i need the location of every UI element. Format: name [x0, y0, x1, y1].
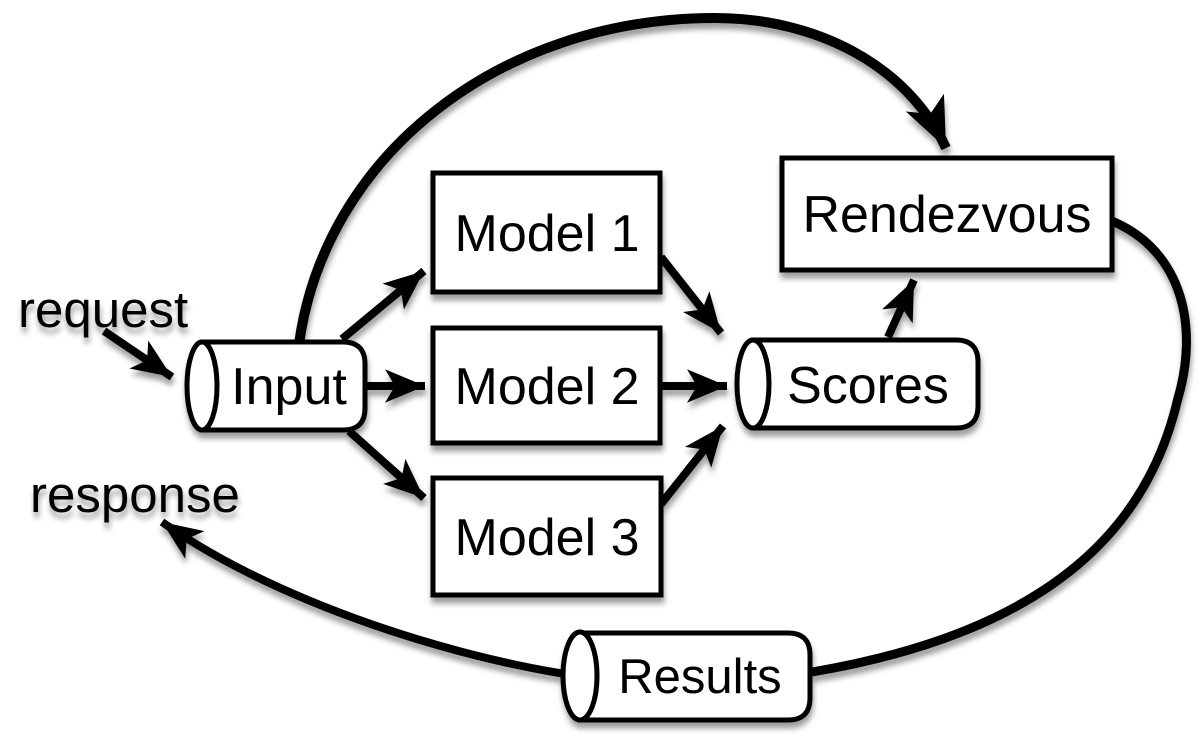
node-model1: Model 1 — [430, 170, 663, 295]
node-rendezvous: Rendezvous — [779, 155, 1115, 273]
node-input: Input — [184, 339, 368, 433]
model1-box — [430, 170, 663, 295]
edge-model1-to-scores — [657, 254, 725, 336]
scores-label: Scores — [787, 357, 949, 415]
scores-cylinder-body — [750, 337, 981, 431]
edge-input-to-model3 — [346, 428, 427, 501]
edge-rendezvous-to-results-curve — [811, 216, 1191, 677]
nodes: Input Model 1 Model 2 Model 3 — [184, 155, 1115, 723]
results-cylinder-end — [560, 629, 600, 723]
model3-label: Model 3 — [455, 509, 640, 567]
edge-scores-to-rendezvous — [882, 278, 918, 339]
rendezvous-label: Rendezvous — [802, 186, 1091, 244]
edge-results-to-response — [159, 518, 566, 678]
edge-input-to-model1 — [339, 267, 427, 343]
node-model2: Model 2 — [430, 325, 663, 446]
model2-box — [430, 325, 663, 446]
edge-request-to-input — [101, 327, 175, 381]
edges — [101, 12, 1191, 678]
model3-box — [430, 475, 664, 598]
edge-model3-to-scores — [657, 423, 727, 507]
request-label: request — [18, 281, 188, 338]
edge-input-to-rendezvous-arc — [294, 12, 951, 345]
rendezvous-box — [779, 155, 1115, 273]
annotations: request response — [18, 281, 240, 523]
model2-label: Model 2 — [455, 358, 640, 416]
scores-cylinder-end — [734, 337, 772, 431]
input-label: Input — [231, 358, 347, 416]
input-cylinder-body — [199, 339, 368, 433]
node-model3: Model 3 — [430, 475, 664, 598]
node-scores: Scores — [734, 337, 981, 431]
diagram-content: Input Model 1 Model 2 Model 3 — [18, 12, 1191, 723]
response-label: response — [30, 466, 240, 523]
results-cylinder-body — [577, 630, 813, 723]
model1-label: Model 1 — [455, 205, 640, 263]
input-cylinder-end — [184, 339, 220, 433]
node-results: Results — [560, 629, 813, 723]
results-label: Results — [618, 650, 781, 704]
